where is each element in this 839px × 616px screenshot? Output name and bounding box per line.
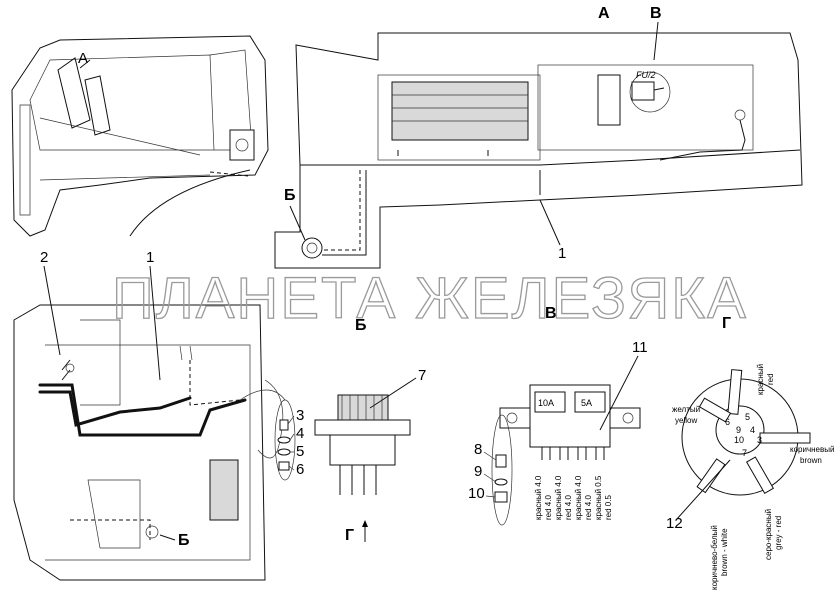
pin-label: 5	[745, 412, 750, 422]
section-G-label: Г	[722, 315, 731, 332]
callout-4: 4	[296, 425, 304, 442]
fuse-wire-labels: красный 4.0 red 4.0 красный 4.0 red 4.0 …	[534, 475, 613, 520]
frame-top-view: FU/2 А В Б 1	[274, 5, 803, 269]
section-V-label: В	[545, 305, 557, 322]
wire-brown-white-en: brown - white	[720, 528, 729, 576]
callout-7: 7	[418, 367, 426, 384]
top-view-B-label: Б	[284, 187, 296, 204]
watermark-text: ПЛАНЕТА ЖЕЛЕЗЯКА	[112, 266, 748, 331]
wire-brown-white-ru: коричнево-белый	[710, 525, 719, 590]
wire-label: red 4.0	[564, 495, 573, 520]
wire-label: red 4.0	[584, 495, 593, 520]
cab-view-A-label: А	[78, 50, 88, 67]
pin-label: 10	[734, 435, 744, 445]
wire-label: red 4.0	[544, 495, 553, 520]
left-B-label: Б	[178, 532, 190, 549]
callout-10: 10	[468, 485, 485, 502]
wire-yellow-ru: желтый	[672, 405, 700, 414]
pin-label: 7	[742, 448, 747, 458]
callout-11: 11	[632, 339, 648, 356]
wire-grey-red-en: grey - red	[774, 516, 783, 550]
top-view-A-label: А	[598, 5, 610, 22]
wire-grey-red-ru: серо-красный	[764, 509, 773, 560]
callout-12: 12	[666, 515, 683, 532]
callout-6: 6	[296, 461, 304, 478]
section-G-connector: Г 5 6 4 9 10 3 7 красный red желтый yell…	[666, 315, 834, 590]
pin-label: 4	[750, 425, 755, 435]
wire-label: red 0.5	[604, 495, 613, 520]
view-G-arrow-label: Г	[345, 527, 354, 544]
cab-interior-view: 2 1 Б 3 4 5 6	[13, 249, 304, 581]
wire-red-en: red	[766, 373, 775, 385]
connector-pins: 5 6 4 9 10 3 7	[725, 412, 762, 458]
wire-label: красный 0.5	[594, 475, 603, 520]
callout-1-left: 1	[146, 249, 154, 266]
wire-red-ru: красный	[756, 364, 765, 395]
callout-1-top: 1	[558, 245, 566, 262]
pin-label: 9	[736, 425, 741, 435]
fuse-1-label: 10A	[538, 398, 554, 408]
callout-3: 3	[296, 407, 304, 424]
callout-5: 5	[296, 443, 304, 460]
section-B-detail: Б 7 Г	[314, 317, 426, 544]
wire-yellow-en: yellow	[675, 416, 697, 425]
callout-2: 2	[40, 249, 48, 266]
pin-label: 6	[725, 417, 730, 427]
wire-label: красный 4.0	[534, 475, 543, 520]
cab-overview: А	[11, 35, 269, 237]
wire-brown-en: brown	[800, 456, 822, 465]
wire-label: красный 4.0	[554, 475, 563, 520]
fuse-label: FU/2	[636, 70, 656, 80]
fuse-2-label: 5A	[581, 398, 592, 408]
wire-brown-ru: коричневый	[790, 445, 834, 454]
top-view-V-label: В	[650, 5, 662, 22]
callout-8: 8	[474, 441, 482, 458]
section-B-label: Б	[355, 317, 367, 334]
wire-label: красный 4.0	[574, 475, 583, 520]
callout-9: 9	[474, 463, 482, 480]
section-V-fuse-block: В 10A 5A красный 4.0 red 4.0 красный 4.0…	[468, 305, 648, 526]
pin-label: 3	[757, 435, 762, 445]
